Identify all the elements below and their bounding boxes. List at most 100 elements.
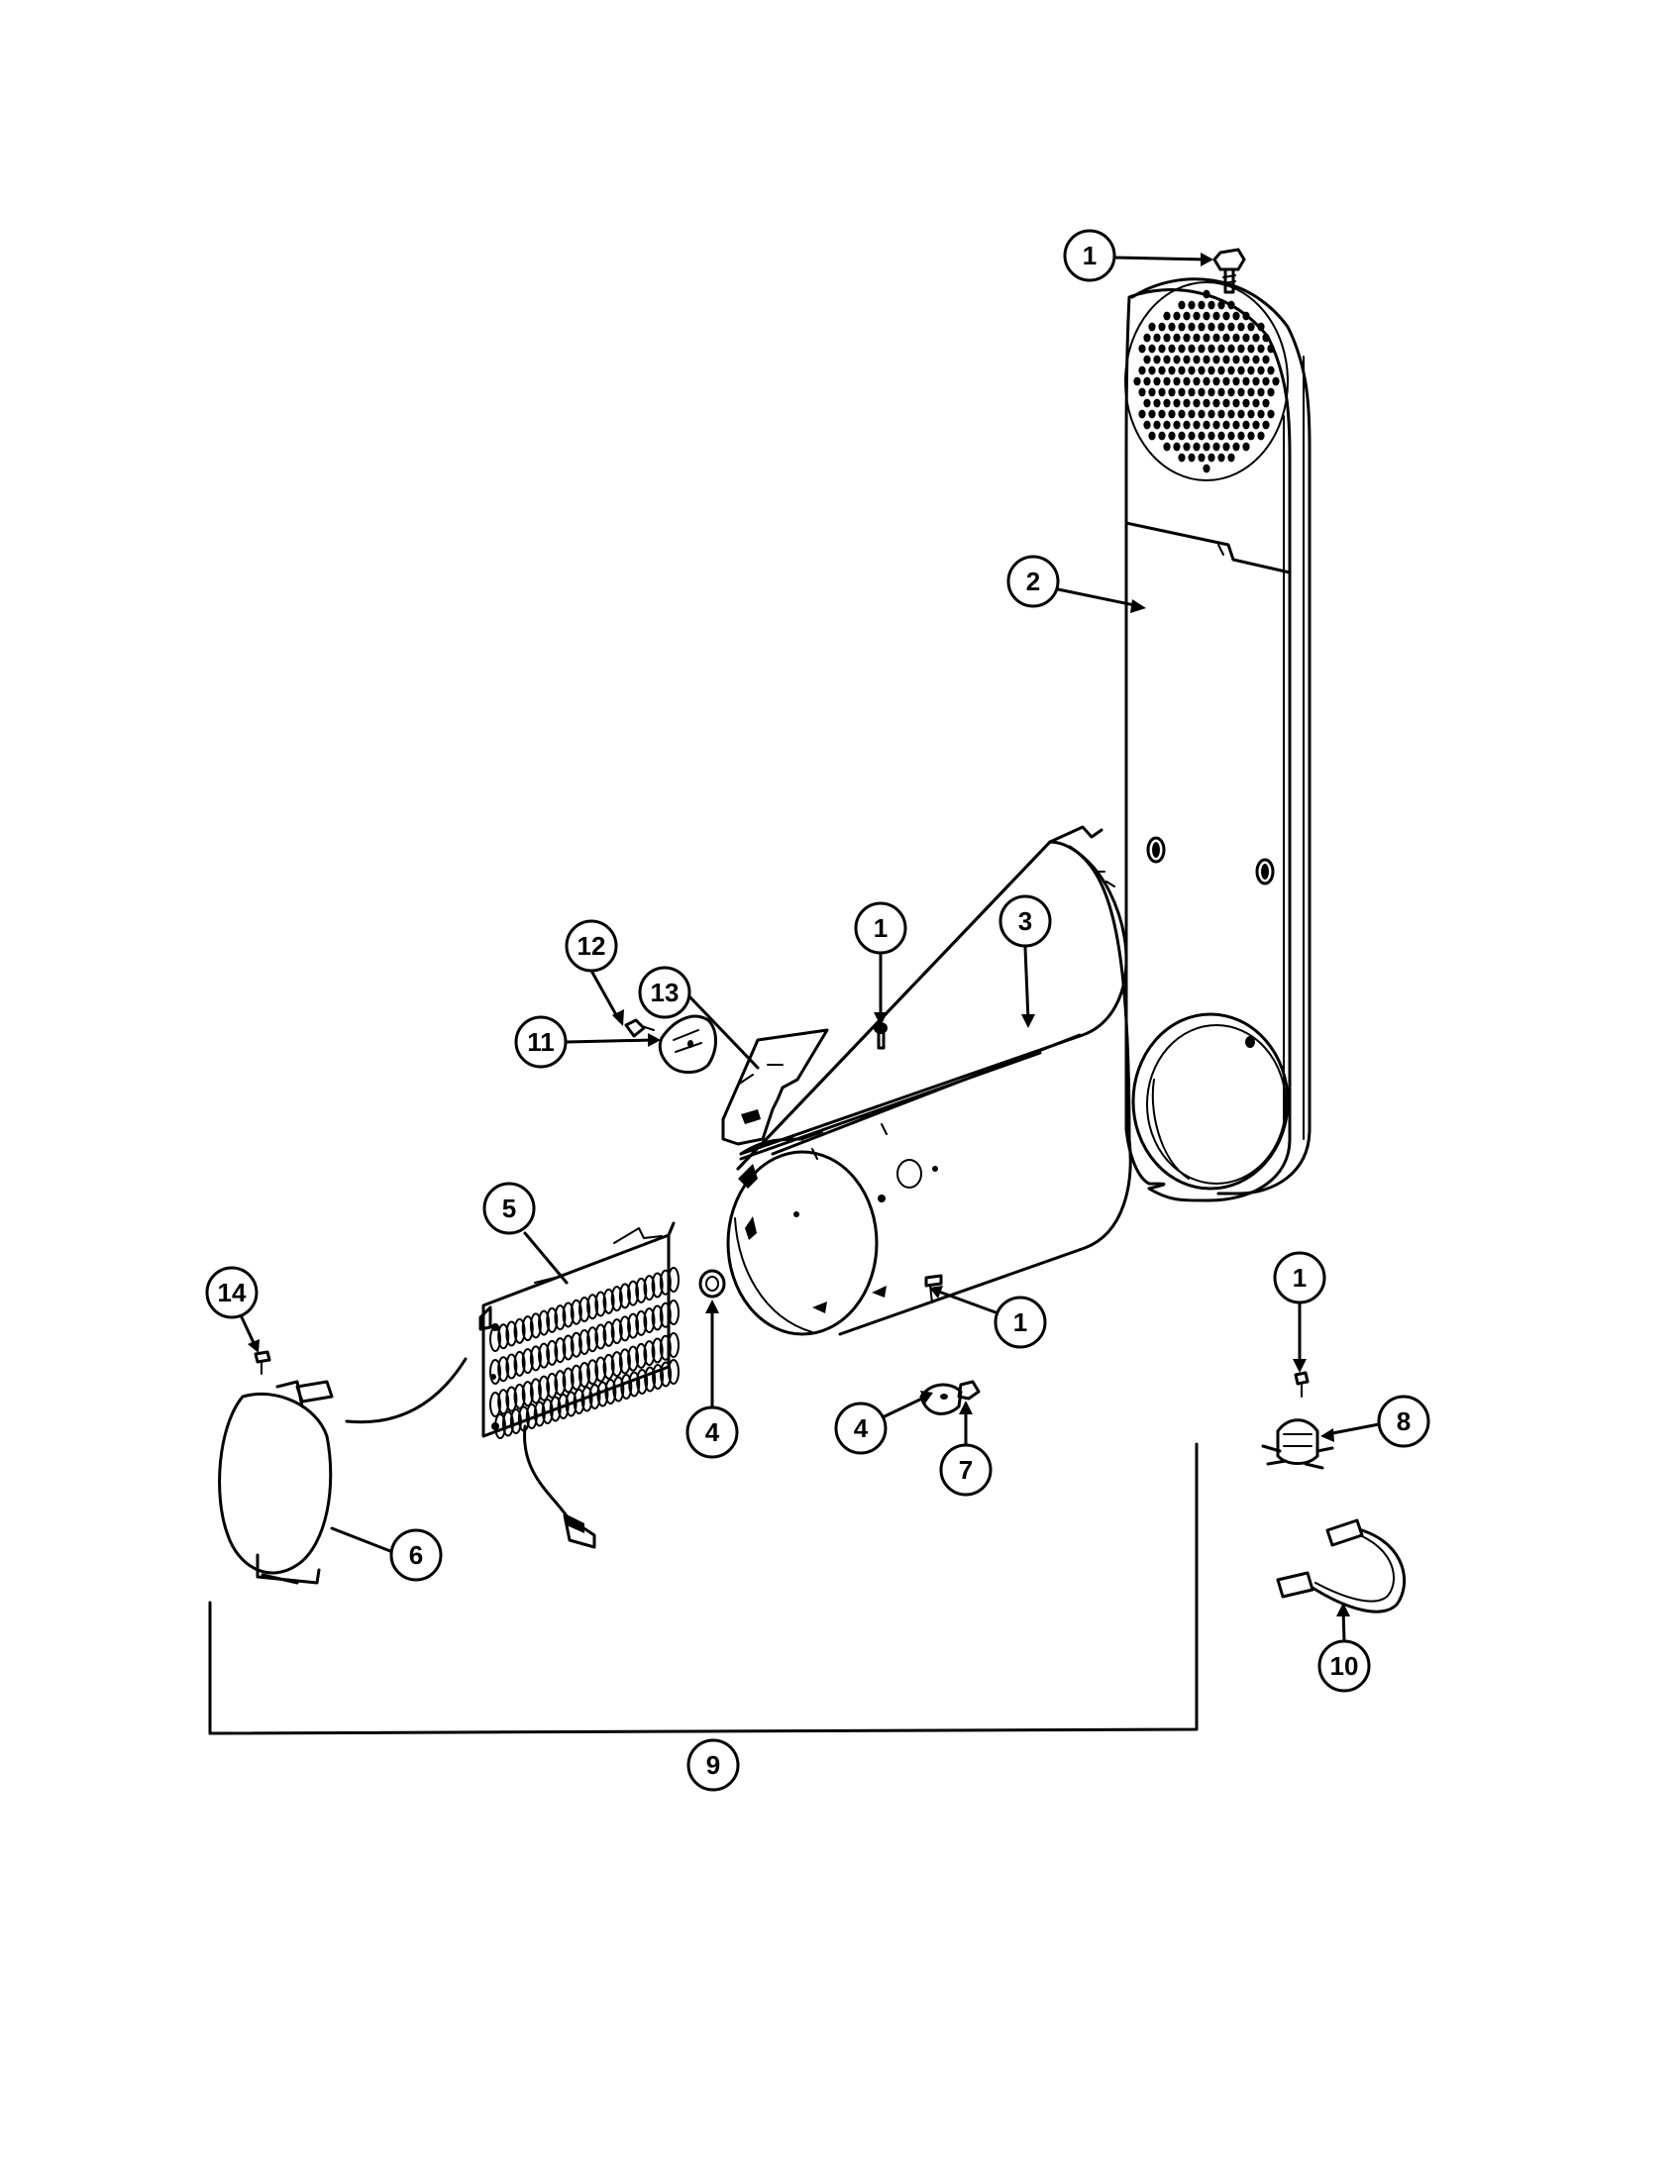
coil-loop: [525, 1404, 538, 1429]
coil-loop: [489, 1392, 501, 1417]
leader-lines: [240, 253, 1381, 1642]
perforation-hole: [1237, 431, 1245, 441]
perforation-hole: [1217, 387, 1225, 397]
coil-loop: [628, 1371, 641, 1398]
perforation-hole: [1232, 376, 1240, 386]
coil-loop: [651, 1304, 664, 1331]
perforation-hole: [1153, 376, 1161, 386]
screw-housing-icon: [874, 1022, 888, 1050]
perforation-hole: [1252, 355, 1260, 364]
coil-loop: [533, 1401, 546, 1427]
coil-loop: [513, 1317, 526, 1344]
coil-loop: [562, 1301, 575, 1328]
coil-loop: [586, 1294, 599, 1320]
coil-loop: [659, 1301, 672, 1328]
coil-loop: [610, 1318, 623, 1345]
perforation-hole: [1212, 333, 1220, 343]
perforation-hole: [1203, 311, 1210, 321]
perforation-hole: [1148, 387, 1156, 397]
coil-loop: [610, 1286, 623, 1312]
perforation-hole: [1222, 355, 1230, 364]
coil-loop: [562, 1367, 575, 1394]
perforation-hole: [1227, 365, 1235, 375]
perforation-hole: [1168, 322, 1176, 332]
perforation-hole: [1198, 431, 1206, 441]
perforation-hole: [1237, 387, 1245, 397]
nut-icon: [957, 1380, 981, 1401]
perforation-hole: [1232, 311, 1240, 321]
callout-11: 11: [514, 1015, 568, 1069]
callout-12: 12: [565, 919, 618, 973]
perforation-hole: [1193, 333, 1201, 343]
perforation-hole: [1267, 344, 1275, 354]
perforation-hole: [1212, 398, 1220, 408]
perforation-hole: [1163, 376, 1171, 386]
perforation-hole: [1227, 453, 1235, 463]
perforation-hole: [1242, 442, 1250, 452]
perforation-hole: [1242, 398, 1250, 408]
svg-text:1: 1: [874, 913, 888, 943]
perforation-hole: [1183, 398, 1191, 408]
coil-loop: [644, 1366, 657, 1393]
svg-text:2: 2: [1026, 567, 1040, 596]
insulator-right: [919, 1383, 963, 1415]
coil-loop: [636, 1369, 649, 1395]
perforation-hole: [1193, 398, 1201, 408]
coil-loop: [546, 1339, 559, 1366]
coil-loop: [541, 1399, 554, 1424]
coil-loop: [570, 1331, 582, 1358]
perforation-hole: [1158, 365, 1166, 375]
perforation-hole: [1193, 420, 1201, 430]
coil-loop: [627, 1280, 640, 1306]
exhaust-duct-panel: [1124, 248, 1312, 1202]
callout-8: 8: [1377, 1395, 1430, 1448]
perforation-hole: [1158, 409, 1166, 419]
perforation-hole: [1188, 431, 1196, 441]
perforation-hole: [1188, 453, 1196, 463]
perforation-hole: [1188, 387, 1196, 397]
callout-9: 9: [686, 1738, 740, 1792]
coil-loop: [620, 1374, 633, 1400]
perforation-hole: [1203, 355, 1210, 364]
perforation-hole: [1208, 300, 1215, 310]
coil-loop: [505, 1386, 518, 1412]
callout-5: 5: [482, 1182, 536, 1235]
perforation-hole: [1232, 420, 1240, 430]
coil-loop: [668, 1359, 680, 1385]
perforation-hole: [1178, 300, 1186, 310]
perforation-hole: [1133, 376, 1141, 386]
perforation-hole: [1168, 431, 1176, 441]
coil-loop: [489, 1359, 501, 1385]
perforation-hole: [1242, 420, 1250, 430]
coil-loop: [635, 1342, 648, 1369]
screw-cover-icon: [254, 1350, 271, 1375]
callout-3: 3: [998, 894, 1052, 948]
perforation-hole: [1262, 398, 1270, 408]
bracket: [721, 1028, 829, 1146]
perforation-hole: [1168, 387, 1176, 397]
perforation-hole: [1178, 344, 1186, 354]
svg-text:1: 1: [1013, 1307, 1027, 1337]
perforation-hole: [1242, 355, 1250, 364]
coil-loop: [565, 1391, 578, 1417]
perforation-hole: [1267, 387, 1275, 397]
perforation-hole: [1203, 420, 1210, 430]
perforation-hole: [1232, 355, 1240, 364]
perforation-hole: [1222, 333, 1230, 343]
perforation-hole: [1217, 431, 1225, 441]
perforation-hole: [1178, 365, 1186, 375]
coil-loop: [570, 1364, 582, 1391]
coil-loop: [497, 1323, 510, 1350]
perforation-hole: [1212, 442, 1220, 452]
perforation-hole: [1208, 409, 1215, 419]
callout-1-bottom: 1: [994, 1296, 1047, 1349]
svg-text:11: 11: [527, 1027, 555, 1057]
perforation-hole: [1262, 355, 1270, 364]
svg-text:7: 7: [959, 1455, 973, 1485]
thermostat: [1261, 1418, 1334, 1470]
screw-top-icon: [1212, 248, 1246, 294]
coil-loop: [573, 1389, 585, 1414]
perforation-hole: [1212, 376, 1220, 386]
heating-element: [295, 1221, 680, 1549]
